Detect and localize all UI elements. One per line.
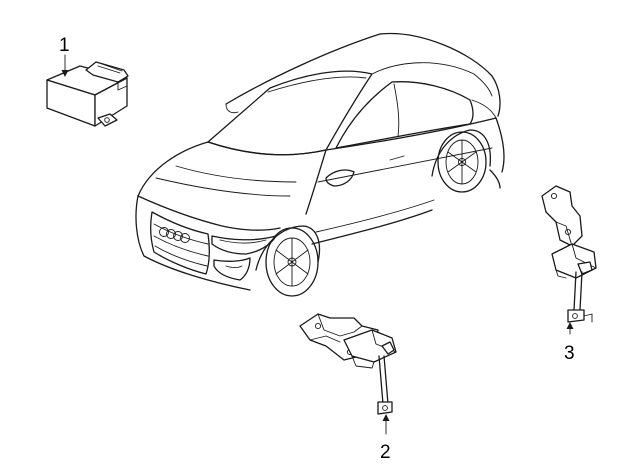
callout-2: 2 bbox=[380, 414, 391, 463]
rear-wheel bbox=[431, 129, 492, 193]
callout-2-number: 2 bbox=[380, 442, 391, 463]
vehicle-illustration bbox=[135, 32, 505, 297]
rear-level-sensor-part[interactable] bbox=[541, 185, 597, 323]
callout-1-arrowhead bbox=[61, 70, 69, 77]
callout-3-number: 3 bbox=[564, 343, 575, 364]
front-wheel bbox=[255, 225, 321, 297]
callout-1-number: 1 bbox=[59, 35, 70, 56]
front-level-sensor-part[interactable] bbox=[299, 313, 397, 415]
callout-2-arrowhead bbox=[382, 414, 390, 421]
callout-3-arrowhead bbox=[566, 322, 574, 329]
callout-1: 1 bbox=[59, 35, 70, 77]
callout-3: 3 bbox=[564, 322, 575, 364]
control-module-part[interactable] bbox=[46, 61, 129, 127]
